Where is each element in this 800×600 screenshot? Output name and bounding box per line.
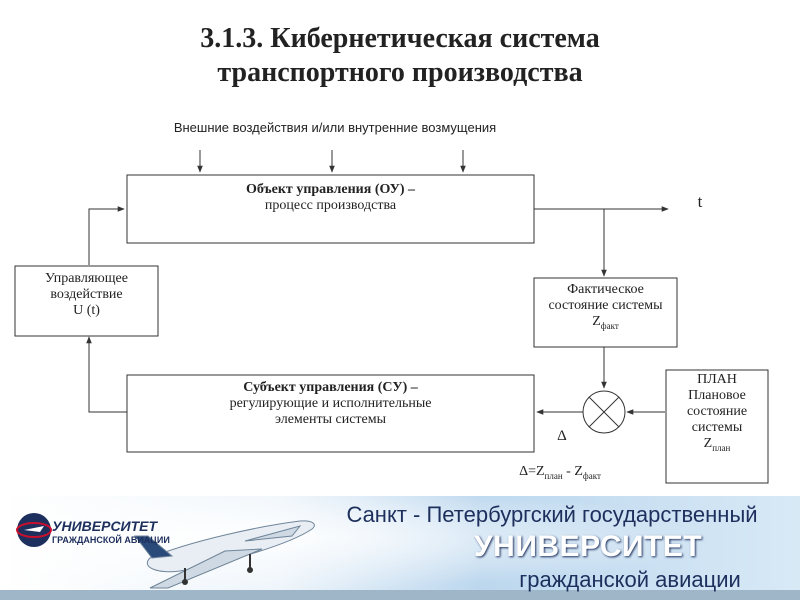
plan-line-1: ПЛАН — [697, 372, 737, 387]
logo-text: УНИВЕРСИТЕТ ГРАЖДАНСКОЙ АВИАЦИИ — [52, 518, 172, 546]
plan-block: ПЛАН Плановое состояние системы Zплан — [666, 372, 768, 456]
banner-sky — [0, 496, 800, 600]
subject-to-control-line — [86, 336, 127, 413]
subject-block-line-3: элементы системы — [274, 412, 387, 427]
banner-line-3: гражданской авиации — [519, 567, 741, 592]
university-banner — [0, 496, 800, 600]
diagram-canvas — [14, 150, 769, 484]
title-line-2: транспортного производства — [217, 57, 583, 88]
page-title: 3.1.3. Кибернетическая система транспорт… — [0, 22, 800, 90]
subject-block-line-2: регулирующие и исполнительные — [229, 396, 432, 411]
subject-block-box — [126, 374, 535, 453]
control-action-line-1: Управляющее — [45, 271, 128, 286]
delta-symbol: Δ — [557, 428, 567, 444]
delta-formula-sub-2: факт — [582, 471, 601, 481]
control-action-line-2: воздействие — [50, 287, 123, 302]
object-block-title: Объект управления (ОУ) – — [245, 182, 416, 197]
plan-z-subscript: план — [712, 443, 731, 453]
airplane-icon — [133, 520, 315, 589]
title-line-1: 3.1.3. Кибернетическая система — [200, 23, 600, 54]
university-logo-icon — [16, 513, 52, 547]
banner-ground — [0, 590, 800, 600]
plan-box — [665, 369, 769, 484]
actual-state-box — [533, 277, 678, 348]
delta-formula-sub-1: план — [544, 471, 563, 481]
control-action-box — [14, 265, 159, 337]
object-block-subtitle: процесс производства — [264, 198, 397, 213]
subject-block: Субъект управления (СУ) – регулирующие и… — [127, 380, 534, 428]
plan-line-4: системы — [691, 420, 743, 435]
actual-state-z: Zфакт — [534, 314, 677, 334]
actual-state-line-1: Фактическое — [567, 282, 644, 297]
banner-art — [0, 513, 800, 600]
delta-formula-lhs: Δ=Z — [519, 464, 545, 479]
banner-line-1: Санкт - Петербургский государственный — [346, 502, 758, 527]
actual-state-z-subscript: факт — [600, 321, 619, 331]
delta-formula: Δ=Zплан - Zфакт — [490, 464, 630, 484]
banner-line-2: УНИВЕРСИТЕТ — [474, 530, 703, 563]
object-block: Объект управления (ОУ) – процесс произво… — [127, 182, 534, 214]
control-action-block: Управляющее воздействие U (t) — [15, 271, 158, 319]
plan-line-3: состояние — [686, 404, 748, 419]
plan-z-symbol: Z — [703, 436, 713, 451]
plan-z: Zплан — [666, 436, 768, 456]
actual-state-z-symbol: Z — [592, 314, 601, 329]
control-action-line-3: U (t) — [73, 303, 100, 318]
actual-state-block: Фактическое состояние системы Zфакт — [534, 282, 677, 334]
output-label: t — [697, 192, 703, 211]
subject-block-title: Субъект управления (СУ) – — [243, 380, 418, 395]
control-to-object-line — [88, 206, 125, 265]
delta-formula-mid: - Z — [562, 464, 583, 479]
plan-line-2: Плановое — [688, 388, 746, 403]
logo-line-1: УНИВЕРСИТЕТ — [52, 518, 158, 534]
external-influences-label: Внешние воздействия и/или внутренние воз… — [173, 120, 497, 135]
actual-state-line-2: состояние системы — [548, 298, 663, 313]
comparator-cross-2 — [588, 396, 620, 428]
logo-line-2: ГРАЖДАНСКОЙ АВИАЦИИ — [52, 535, 170, 545]
